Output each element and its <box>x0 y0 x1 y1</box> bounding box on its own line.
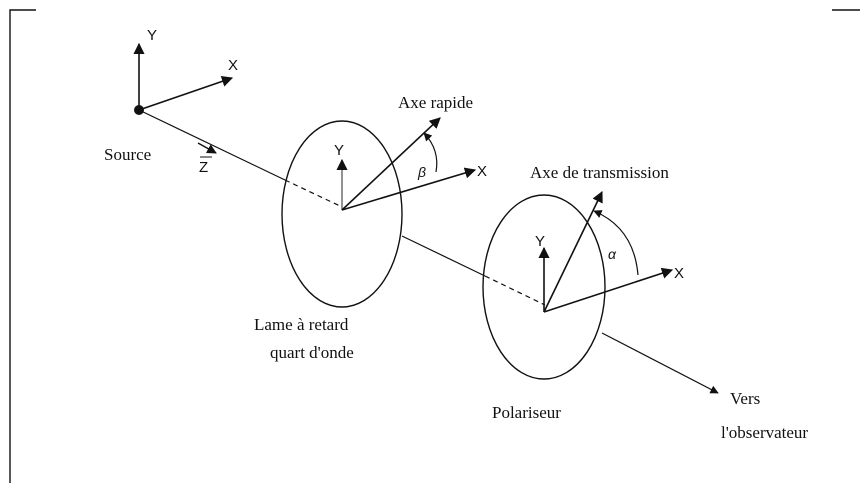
polarizer-ellipse <box>482 194 606 380</box>
source-axes <box>133 42 234 111</box>
pol-x-label: X <box>674 265 684 282</box>
fast-axis-label: Axe rapide <box>398 93 473 112</box>
propagation-line <box>138 109 719 394</box>
alpha-angle-arc <box>593 210 639 276</box>
pol-y-label: Y <box>535 233 545 250</box>
quarter-wave-plate-ellipse <box>281 120 403 308</box>
plate-x-arrow <box>341 167 477 211</box>
observer-arrow <box>601 332 719 394</box>
plate-x-label: X <box>477 163 487 180</box>
source-label: Source <box>104 145 151 164</box>
plate-y-label: Y <box>334 142 344 159</box>
source-x-arrow <box>138 75 234 111</box>
observer-line2: l'observateur <box>721 423 808 442</box>
beta-label: β <box>417 164 426 180</box>
source-y-label: Y <box>147 27 157 44</box>
polarizer-label: Polariseur <box>492 403 561 422</box>
pol-x-arrow <box>543 267 674 313</box>
observer-line1: Vers <box>730 389 760 408</box>
beta-angle-arc <box>423 132 438 173</box>
source-x-label: X <box>228 57 238 74</box>
z-arrow <box>197 142 217 154</box>
transmission-axis-arrow <box>543 190 603 313</box>
z-axis-label: Z <box>199 159 208 176</box>
plate-name-line2: quart d'onde <box>270 343 354 362</box>
plate-name-line1: Lame à retard <box>254 315 349 334</box>
frame-border <box>9 9 860 483</box>
alpha-label: α <box>608 246 617 262</box>
transmission-axis-label: Axe de transmission <box>530 163 669 182</box>
